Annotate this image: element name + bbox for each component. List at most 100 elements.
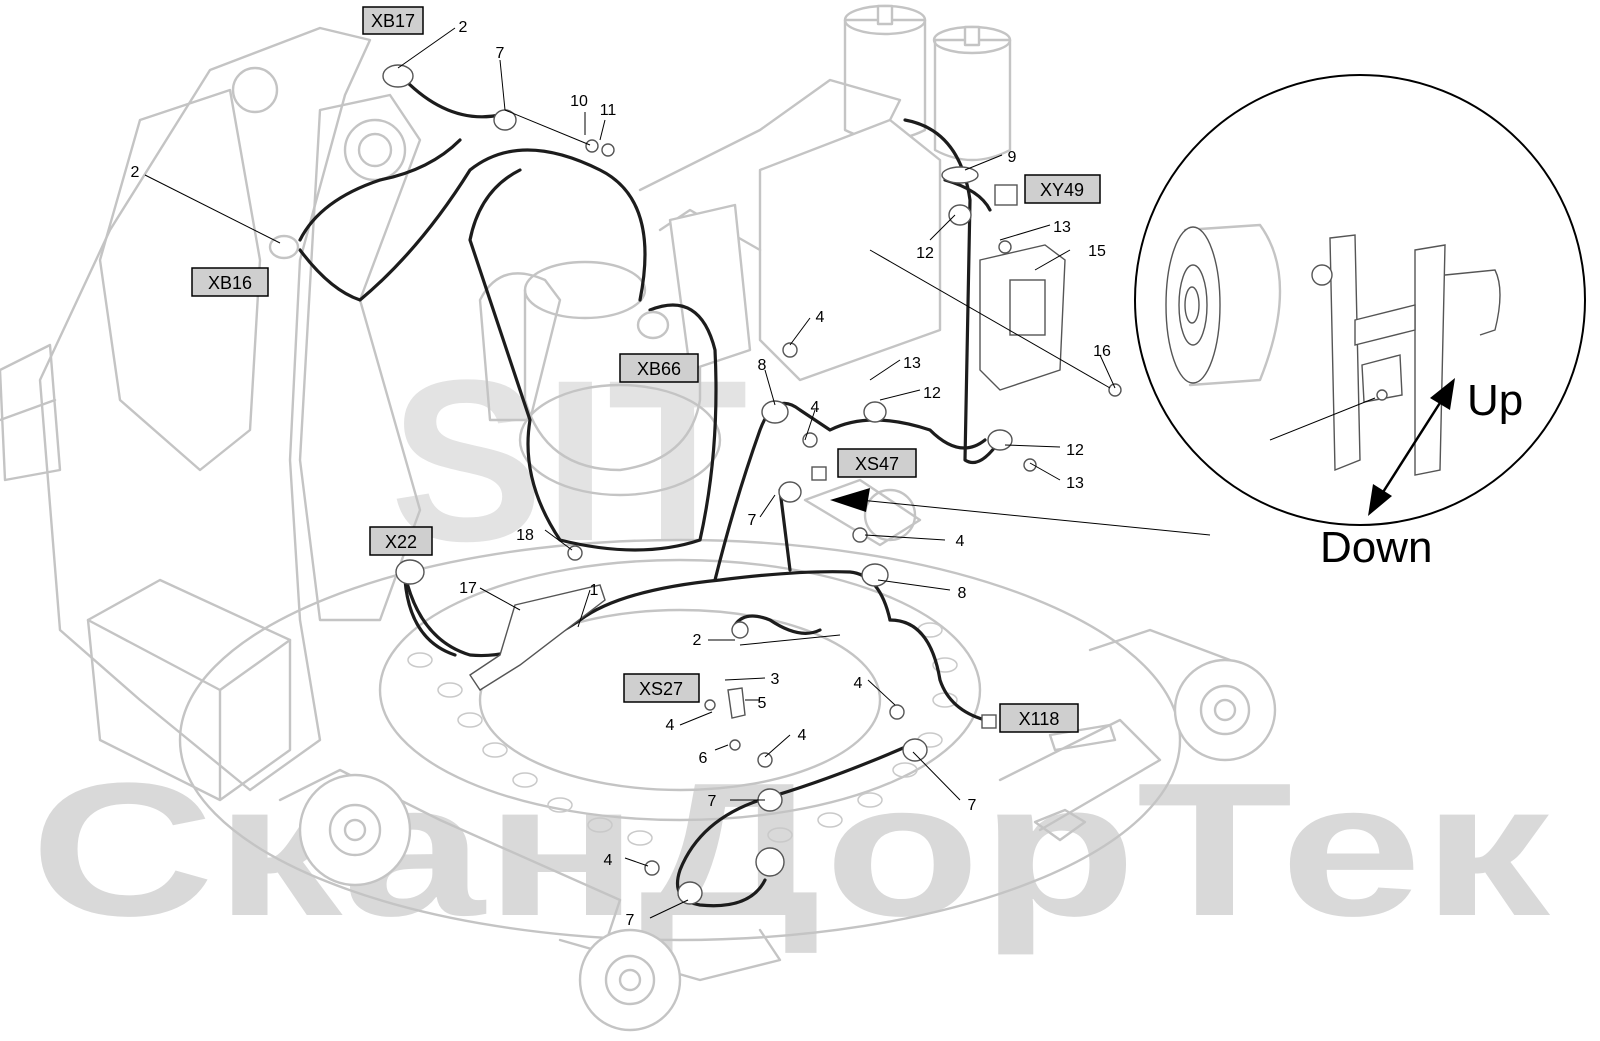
callout: 12 [923, 385, 941, 402]
callout: 4 [956, 533, 965, 550]
plug-xs47 [811, 466, 827, 481]
tag-x22-text: X22 [385, 532, 417, 552]
callout: 7 [626, 912, 635, 929]
callout: 7 [708, 793, 717, 810]
cable-x22 [403, 578, 457, 657]
callout: 6 [699, 750, 708, 767]
bracket-right [1048, 723, 1117, 752]
callout: 12 [1066, 442, 1084, 459]
machine-outline [0, 4, 1277, 1032]
valve-block [758, 118, 942, 382]
callout: 10 [570, 93, 588, 110]
slew-motor-base [518, 383, 722, 497]
label-up: Up [1467, 376, 1523, 425]
tag-xb17-text: XB17 [371, 11, 415, 31]
bracket-5 [727, 687, 746, 719]
cable-xb16-loop [298, 148, 647, 302]
accumulators [843, 4, 1012, 162]
tag-xs47-text: XS47 [855, 454, 899, 474]
callout: 18 [516, 527, 534, 544]
tag-xb17: XB17 [362, 6, 424, 35]
callout: 4 [604, 852, 613, 869]
turntable-inner [378, 558, 982, 822]
frame-plate-inner [98, 88, 262, 472]
parts [268, 64, 1122, 905]
tag-xy49-text: XY49 [1040, 180, 1084, 200]
boom-arm [298, 93, 422, 622]
callout: 11 [600, 102, 617, 119]
callout: 4 [666, 717, 675, 734]
callout: 7 [748, 512, 757, 529]
turntable-outer [178, 538, 1182, 942]
frame-plate [38, 26, 372, 792]
callout: 12 [916, 245, 934, 262]
tag-x118: X118 [999, 703, 1079, 733]
plug-xb17 [382, 64, 414, 88]
callout: 4 [798, 727, 807, 744]
cable-xb17 [298, 78, 502, 242]
callout: 1 [590, 582, 599, 599]
plug-xb16 [268, 234, 300, 260]
cable-lower-loop [675, 743, 912, 908]
bolts [567, 139, 1122, 877]
connector-tags: XB17 XB16 XB66 X22 XY49 XS47 XS27 X118 [191, 6, 1101, 733]
cable-ecu-right [903, 118, 1002, 465]
leader-lines [144, 27, 1211, 919]
cables [298, 78, 1002, 908]
callout: 2 [693, 632, 702, 649]
callout: 17 [459, 580, 477, 597]
pointer-arrow [830, 488, 870, 512]
callout: 2 [131, 164, 140, 181]
callout: 9 [1008, 149, 1017, 166]
ecu [979, 244, 1066, 391]
tag-xy49: XY49 [1024, 174, 1101, 204]
tag-xs27-text: XS27 [639, 679, 683, 699]
pivot-lower [343, 118, 407, 182]
callout: 7 [496, 45, 505, 62]
wheel-front [578, 928, 682, 1032]
callout: 8 [958, 585, 967, 602]
tag-x118-text: X118 [1019, 709, 1060, 729]
valve-stack [668, 203, 752, 372]
chassis-arm-left [278, 768, 622, 962]
plug-xy49 [994, 184, 1018, 206]
watermark-text: СканДорТек [30, 744, 1551, 956]
callout: 4 [854, 675, 863, 692]
step-platform [86, 578, 292, 692]
callout: 2 [459, 19, 468, 36]
callout: 13 [903, 355, 921, 372]
callout: 4 [816, 309, 825, 326]
flange [863, 488, 917, 542]
callout: 4 [811, 399, 820, 416]
pivot-upper [231, 66, 279, 114]
slew-motor-body [523, 288, 702, 472]
cable-xb66 [468, 168, 718, 552]
pivot-lower-inner [357, 132, 393, 168]
tag-xb66-text: XB66 [637, 359, 681, 379]
left-box [0, 343, 62, 482]
tag-xs27: XS27 [623, 673, 700, 703]
cable-xs47 [778, 488, 792, 572]
label-down: Down [1320, 523, 1433, 572]
updown-arrow [1368, 378, 1455, 516]
tag-xb16-text: XB16 [208, 273, 252, 293]
cable-vertical [713, 401, 987, 582]
callout: 13 [1053, 219, 1071, 236]
cable-main [403, 570, 892, 658]
plug-x118 [981, 714, 997, 729]
step-platform-side [86, 618, 292, 802]
plug-x22 [395, 559, 425, 585]
tab-bottom-right [1033, 808, 1087, 842]
callout: 13 [1066, 475, 1084, 492]
callout: 8 [758, 357, 767, 374]
slew-motor-top [523, 260, 647, 320]
tag-xb16: XB16 [191, 267, 269, 297]
callout: 5 [758, 695, 767, 712]
callout: 15 [1088, 243, 1106, 260]
tag-xs47: XS47 [837, 448, 917, 478]
callout-numbers: 2 2 7 10 11 9 13 15 12 4 8 4 16 13 12 12… [131, 19, 1259, 929]
callout: 16 [1093, 343, 1111, 360]
cable-xs27 [733, 614, 822, 635]
plug-xb66 [636, 310, 670, 340]
